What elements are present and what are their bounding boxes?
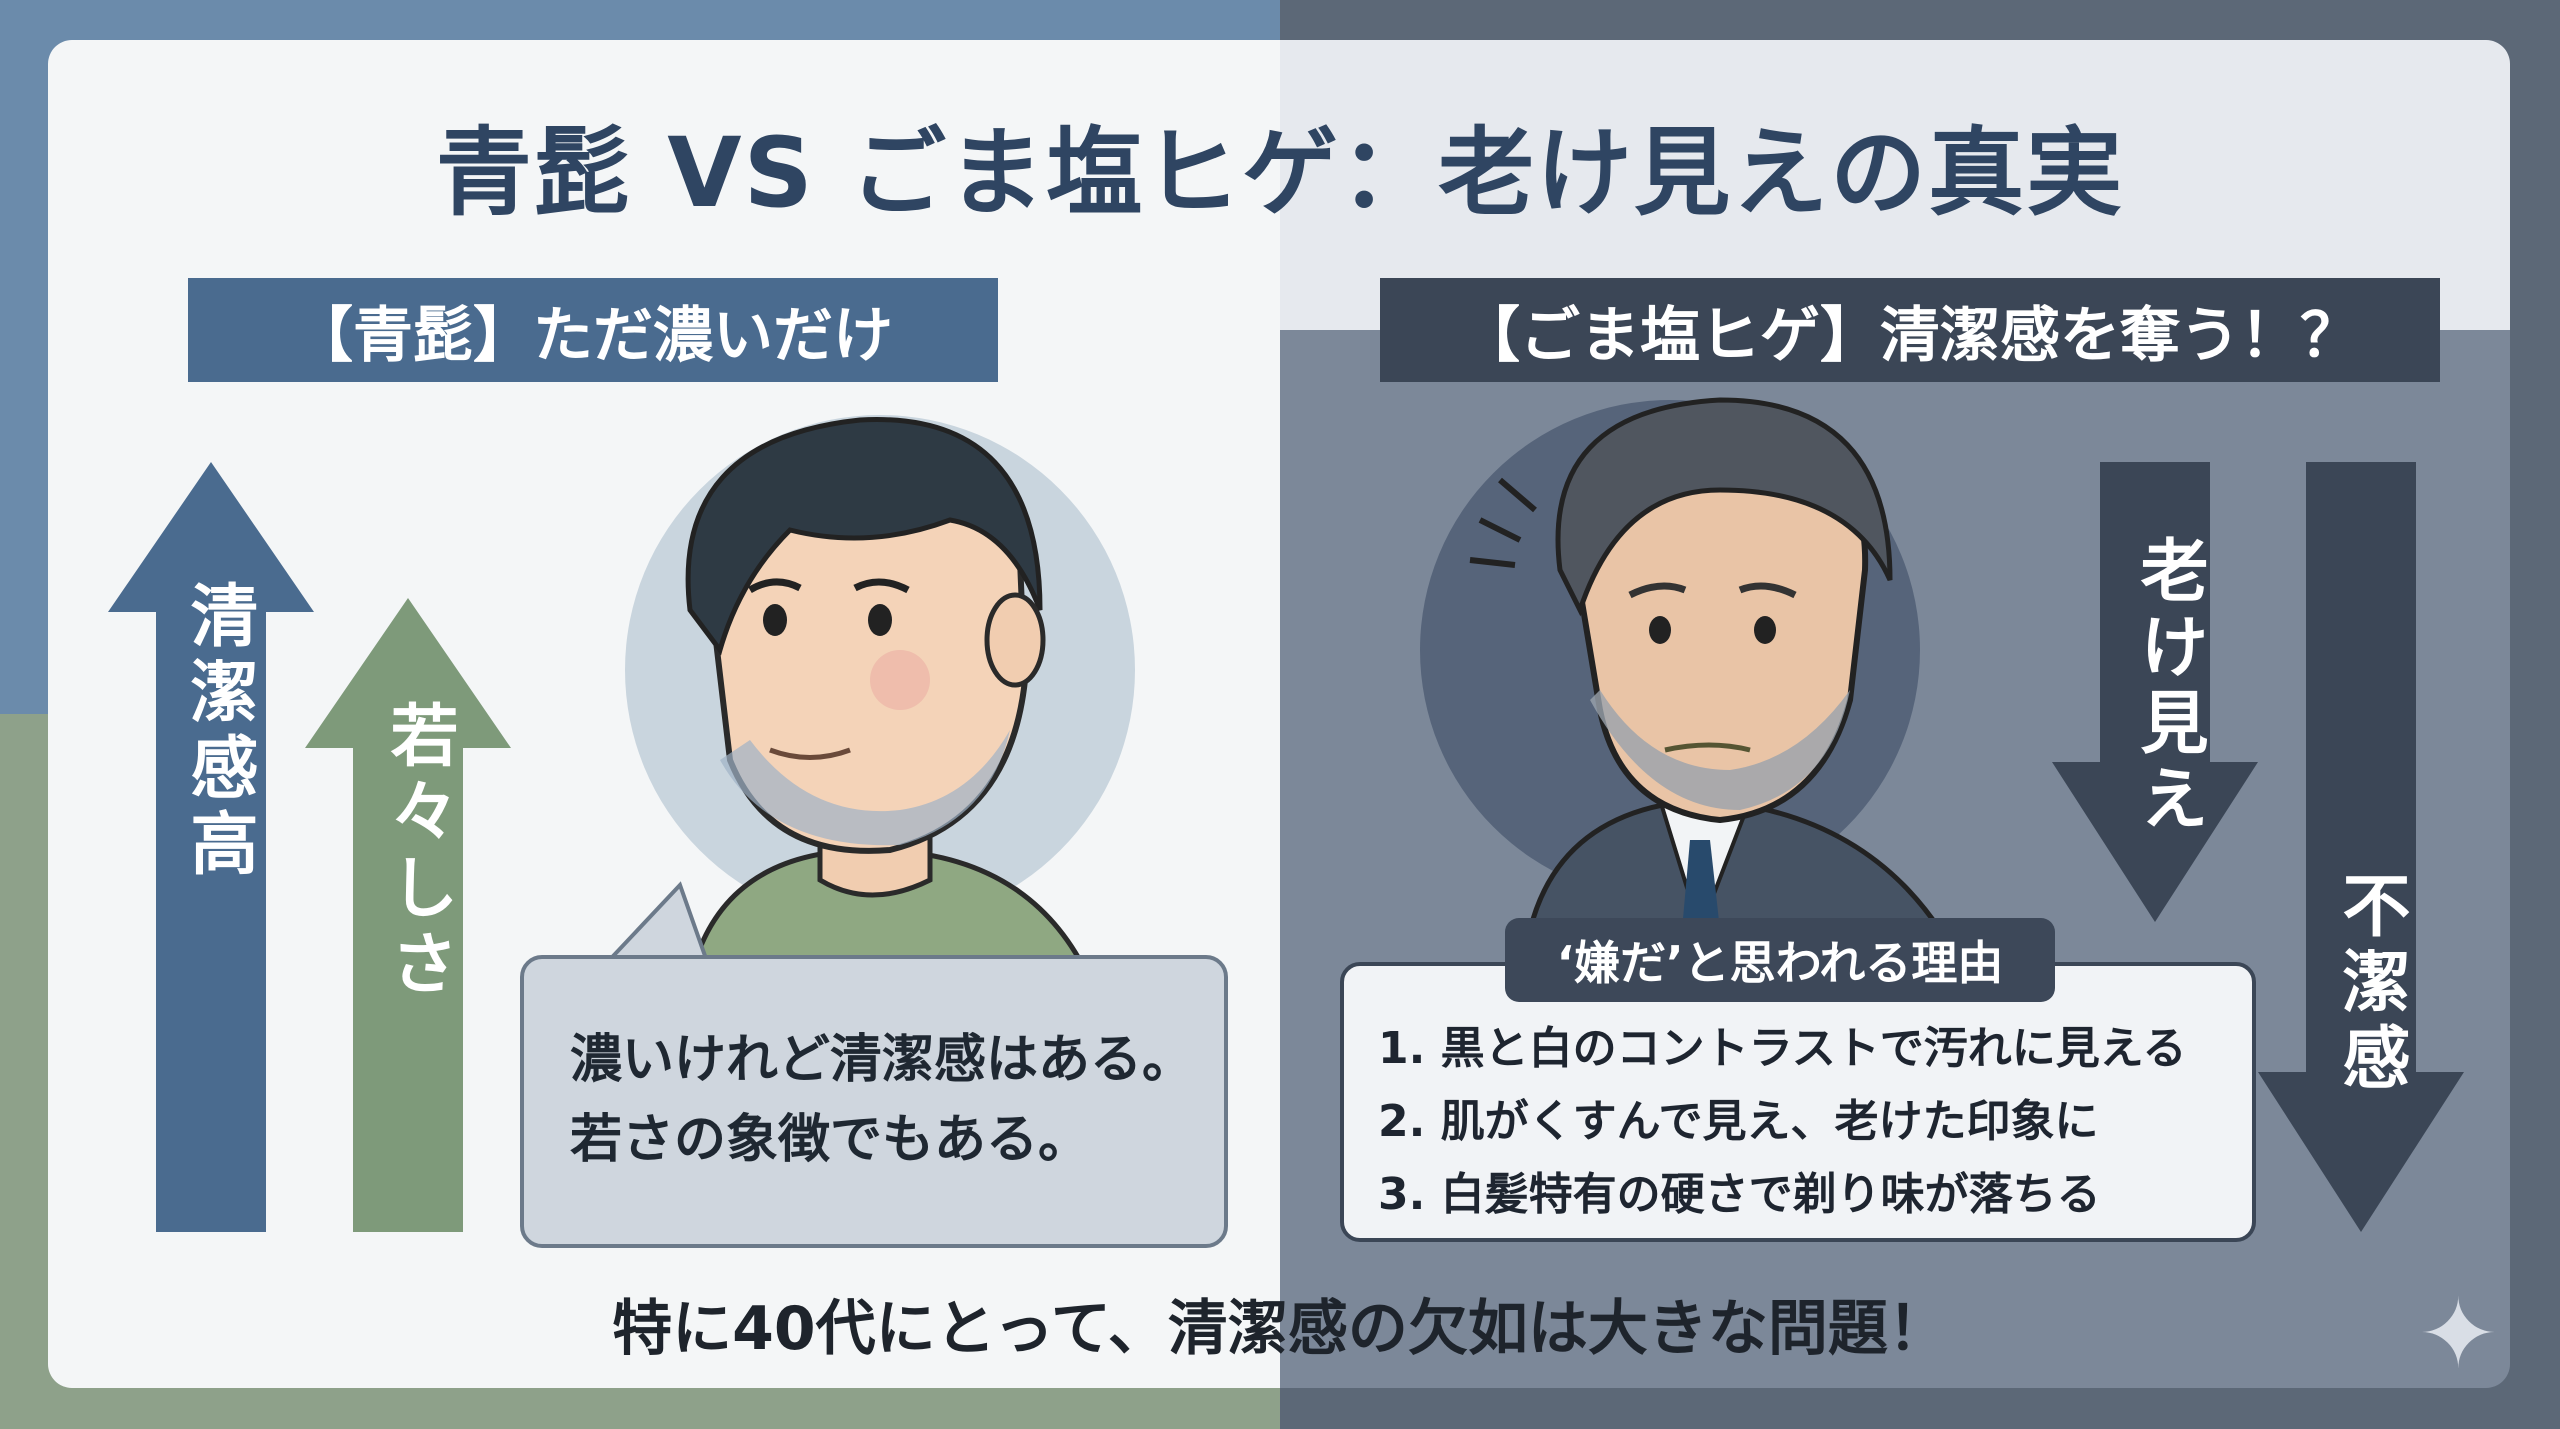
reasons-tag: ‘嫌だ’と思われる理由 bbox=[1505, 918, 2055, 1002]
bubble-line-1: 濃いけれど清潔感はある。 bbox=[570, 1030, 1195, 1090]
left-ribbon: 【青髭】ただ濃いだけ bbox=[188, 278, 998, 382]
young-speech-bubble bbox=[520, 955, 1228, 1248]
unclean-arrow-label: 不潔感 bbox=[2330, 870, 2409, 1098]
unclean-down-arrow bbox=[2258, 462, 2464, 1232]
bottom-message: 特に40代にとって、清潔感の欠如は大きな問題！ bbox=[612, 1294, 1948, 1364]
young-bubble-text: 濃いけれど清潔感はある。 若さの象徴でもある。 bbox=[570, 1020, 1194, 1180]
reasons-box bbox=[1340, 962, 2256, 1242]
clean-arrow-label: 清潔感高 bbox=[178, 580, 257, 884]
infographic-title: 青髭 VS ごま塩ヒゲ：老け見えの真実 bbox=[435, 117, 2125, 229]
young-arrow-label: 若々しさ bbox=[378, 700, 457, 1004]
clean-up-arrow bbox=[108, 462, 314, 1232]
reason-item-1: 1. 黒と白のコントラストで汚れに見える bbox=[1378, 1023, 2187, 1074]
sparkle-icon: ✦ bbox=[2418, 1278, 2499, 1390]
right-ribbon: 【ごま塩ヒゲ】清潔感を奪う！？ bbox=[1380, 278, 2440, 382]
bubble-line-2: 若さの象徴でもある。 bbox=[570, 1110, 1091, 1170]
older-man-illustration bbox=[1420, 397, 1944, 930]
young-up-arrow bbox=[305, 598, 511, 1232]
reason-item-2: 2. 肌がくすんで見え、老けた印象に bbox=[1378, 1096, 2099, 1147]
young-man-illustration bbox=[625, 415, 1135, 980]
reason-item-3: 3. 白髪特有の硬さで剃り味が落ちる bbox=[1378, 1169, 2101, 1220]
old-look-arrow-label: 老け見え bbox=[2128, 535, 2207, 839]
reasons-list: 1. 黒と白のコントラストで汚れに見える 2. 肌がくすんで見え、老けた印象に … bbox=[1378, 1012, 2186, 1231]
old-look-down-arrow bbox=[2052, 462, 2258, 922]
